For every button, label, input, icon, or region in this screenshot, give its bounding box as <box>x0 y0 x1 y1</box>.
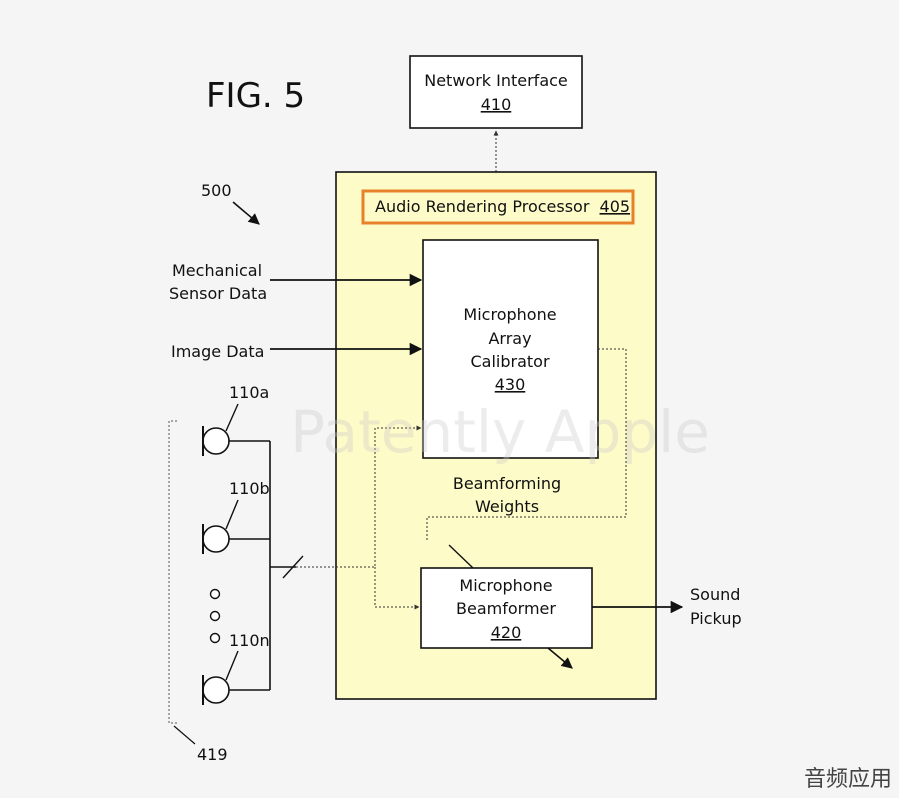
beamforming-weights-line1: Beamforming <box>453 474 561 493</box>
sound-pickup-line1: Sound <box>690 585 740 604</box>
image-data-label: Image Data <box>171 342 264 361</box>
microphone-110n-icon <box>202 650 270 705</box>
beamformer-label-line1: Microphone <box>459 576 552 595</box>
calibrator-ref: 430 <box>495 375 526 394</box>
figure-title: FIG. 5 <box>206 76 305 116</box>
mechanical-sensor-label-line2: Sensor Data <box>169 284 267 303</box>
calibrator-label-line3: Calibrator <box>470 352 549 371</box>
network-interface-label: Network Interface <box>424 71 568 90</box>
figure-ref-label: 500 <box>201 181 232 200</box>
calibrator-output-dotted-path <box>426 348 627 541</box>
mic-110n-label: 110n <box>229 631 270 650</box>
microphone-110a-icon <box>202 403 270 456</box>
mechanical-sensor-label-line1: Mechanical <box>172 261 262 280</box>
beamforming-weights-line2: Weights <box>475 497 539 516</box>
network-interface-ref: 410 <box>481 95 512 114</box>
beamformer-label-line2: Beamformer <box>456 599 556 618</box>
calibrator-label-line1: Microphone <box>463 305 556 324</box>
microphone-110b-icon <box>202 499 270 554</box>
processor-label-highlight <box>361 189 635 225</box>
mic-110a-label: 110a <box>229 383 269 402</box>
mic-110b-label: 110b <box>229 479 270 498</box>
corner-badge-text: 音频应用 <box>804 767 892 792</box>
mic-to-calibrator-dotted-path <box>296 425 422 568</box>
mic-to-beamformer-dotted-path <box>374 567 420 610</box>
network-interface-box <box>409 55 583 129</box>
beamforming-weights-pointer <box>448 544 474 569</box>
beamformer-ref: 420 <box>491 623 522 642</box>
mic-group-ref-pointer <box>173 725 196 745</box>
sound-pickup-line2: Pickup <box>690 609 742 628</box>
beamformer-bottom-arrow <box>547 647 573 669</box>
calibrator-box <box>422 239 599 459</box>
figure-ref-arrow <box>232 201 260 225</box>
mic-bus-slash <box>282 555 304 579</box>
beamformer-box <box>420 567 593 649</box>
mic-group-ref-label: 419 <box>197 745 228 764</box>
watermark-text: Patently Apple <box>290 398 710 466</box>
mic-ellipsis-icon <box>209 588 221 644</box>
mic-group-bracket <box>168 420 177 724</box>
processor-label: Audio Rendering Processor 405 <box>375 197 630 216</box>
calibrator-label-line2: Array <box>488 329 531 348</box>
